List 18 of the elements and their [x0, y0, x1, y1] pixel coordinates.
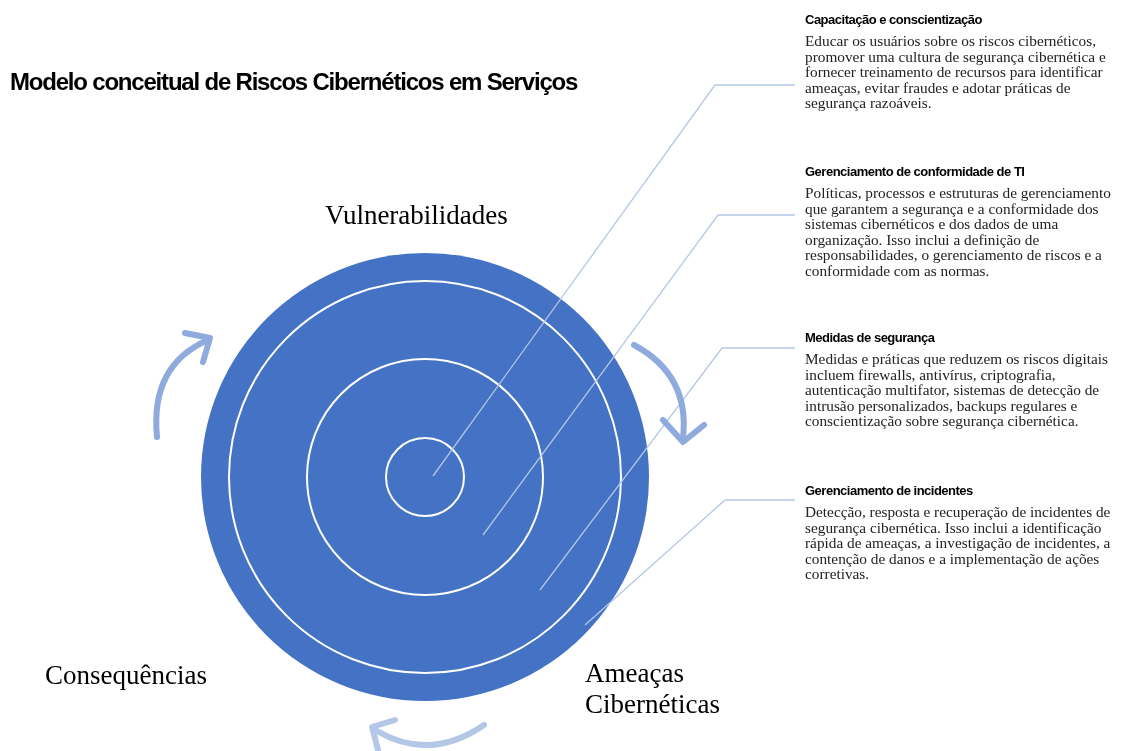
- description: Medidas e práticas que reduzem os riscos digitais incluem firewalls, antivírus, criptografia, autenticação multifator, sistemas de detecção de intrusão personalizados, backups regulares e conscientização sobre segurança cibernética.: [805, 351, 1109, 429]
- leader-line: [584, 499, 796, 626]
- description: Detecção, resposta e recuperação de incidentes de segurança cibernética. Isso inclui a identificação rápida de ameaças, a investigação de incidentes, a contenção de danos e a implementação de ações corretivas.: [805, 504, 1112, 582]
- label: Vulnerabilidades: [325, 200, 509, 231]
- leader-line: [539, 347, 796, 591]
- label: Ameaças Cibernéticas: [585, 658, 721, 720]
- ring-outline: [306, 358, 544, 596]
- leader-line: [482, 214, 796, 536]
- heading: Gerenciamento de conformidade de TI: [805, 164, 1026, 179]
- title: Modelo conceitual de Riscos Cibernéticos em Serviços: [10, 68, 578, 96]
- ring-outline: [385, 437, 465, 517]
- heading: Gerenciamento de incidentes: [805, 483, 974, 498]
- description: Políticas, processos e estruturas de gerenciamento que garantem a segurança e a conformidade dos sistemas cibernéticos e dos dados de uma organização. Isso inclui a definição de responsabilidades, o gerenciamento de riscos e a conformidade com as normas.: [805, 185, 1112, 279]
- heading: Medidas de segurança: [805, 330, 936, 345]
- heading: Capacitação e conscientização: [805, 12, 983, 27]
- leader-line: [432, 84, 796, 477]
- description: Educar os usuários sobre os riscos cibernéticos, promover uma cultura de segurança cibernética e fornecer treinamento de recursos para identificar ameaças, evitar fraudes e adotar práticas de segurança razoáveis.: [805, 33, 1107, 111]
- label: Consequências: [45, 660, 208, 691]
